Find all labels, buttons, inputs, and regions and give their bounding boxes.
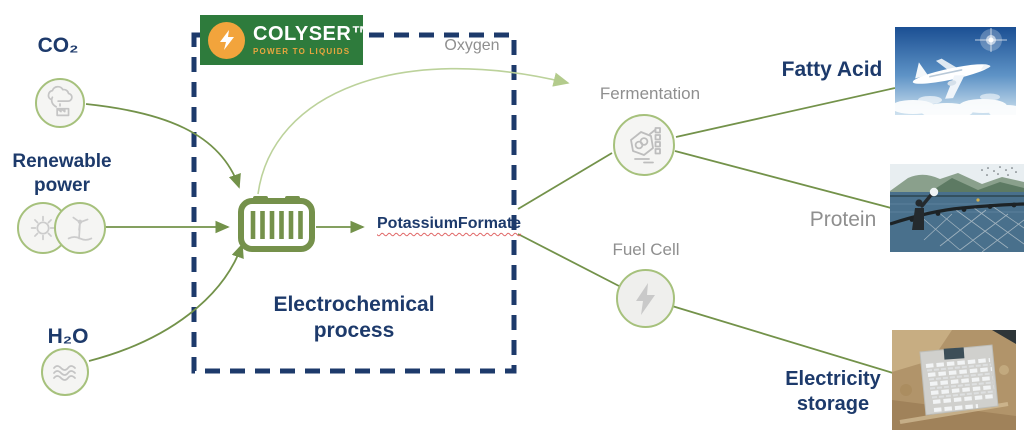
electrolyzer-icon	[238, 196, 315, 252]
fuel-cell-node	[616, 269, 675, 328]
wind-power-node	[54, 202, 106, 254]
fish-farm-photo	[890, 164, 1024, 252]
fermentation-label: Fermentation	[599, 84, 701, 103]
fatty-acid-label: Fatty Acid	[781, 58, 883, 81]
renewable-power-label: Renewable power	[12, 151, 112, 196]
fermentation-to-fattyacid-line	[675, 87, 896, 138]
formate-to-fermentation-line	[517, 152, 613, 210]
co2-node	[35, 78, 85, 128]
oxygen-to-fermentation-arrow	[257, 67, 570, 195]
wind-turbine-icon	[67, 216, 93, 241]
co2-label: CO₂	[37, 34, 79, 57]
fermentation-to-protein-line	[674, 150, 892, 209]
lightning-bolt-icon	[635, 282, 655, 315]
colyser-logo: COLYSER™ POWER TO LIQUIDS	[200, 15, 371, 65]
electricity-storage-label: Electricity storage	[785, 368, 881, 415]
battery-storage-aerial-photo	[892, 330, 1016, 430]
water-to-electrolyzer-arrow	[88, 243, 244, 362]
lightning-bolt-icon	[208, 21, 245, 59]
formate-to-fuelcell-line	[517, 233, 620, 287]
water-label: H₂O	[47, 325, 89, 348]
airplane-in-sky-photo	[895, 27, 1016, 115]
sun-icon	[30, 215, 56, 241]
fermentation-icon	[630, 127, 661, 164]
fuelcell-to-storage-line	[671, 305, 894, 374]
water-waves-icon	[53, 365, 76, 381]
potassium-formate-label: PotassiumFormate	[377, 215, 522, 232]
electrochemical-process-label: Electrochemical process	[273, 293, 435, 343]
protein-label: Protein	[809, 208, 877, 231]
fuel-cell-label: Fuel Cell	[612, 240, 680, 259]
fermentation-node	[613, 114, 675, 176]
water-node	[41, 348, 89, 396]
logo-tagline: POWER TO LIQUIDS	[253, 47, 351, 56]
farmer-silhouette	[912, 187, 939, 230]
co2-emissions-icon	[47, 85, 73, 117]
logo-title: COLYSER™	[253, 23, 372, 45]
oxygen-label: Oxygen	[444, 37, 500, 54]
